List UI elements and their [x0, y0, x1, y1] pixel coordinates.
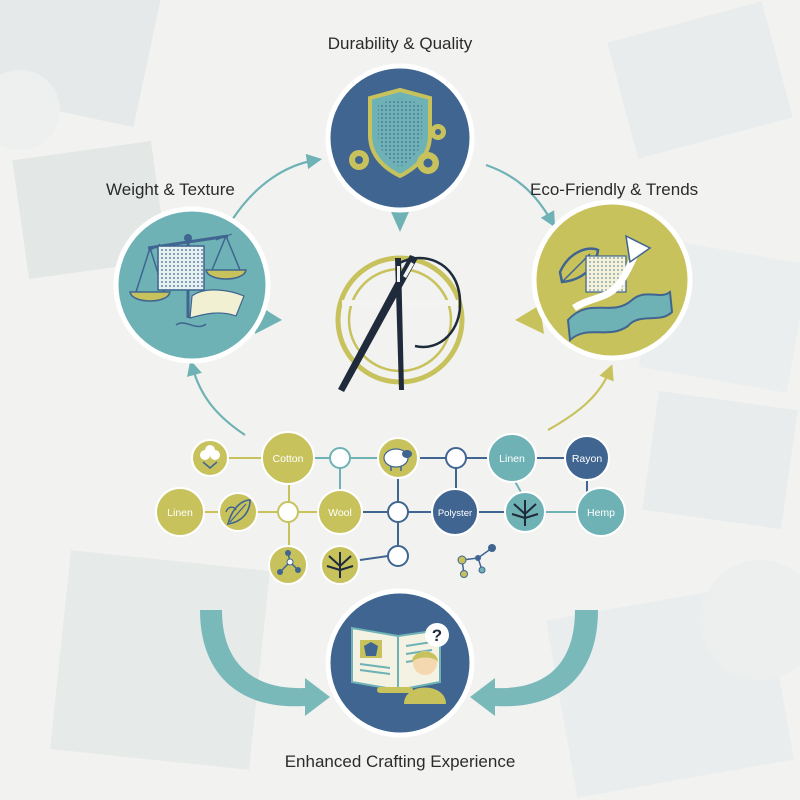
hemp-label: Hemp: [587, 507, 615, 519]
eco-label: Eco-Friendly & Trends: [530, 180, 699, 199]
arrow-network-to-weight: [187, 360, 246, 436]
weight-label: Weight & Texture: [106, 180, 235, 199]
wool-label: Wool: [328, 507, 352, 519]
durability-node: [325, 63, 475, 232]
arrow-network-to-eco: [547, 364, 614, 431]
arrow-durability-to-eco: [485, 163, 556, 228]
linen-left-label: Linen: [167, 507, 193, 519]
durability-label: Durability & Quality: [327, 34, 473, 53]
needle-and-thread-icon: [335, 255, 465, 392]
cotton-label: Cotton: [273, 453, 304, 465]
arrow-left-to-enhanced: [200, 610, 330, 716]
svg-text:?: ?: [432, 626, 442, 645]
book-reader-question-icon: ?: [351, 623, 449, 704]
linen-top-node: [487, 433, 537, 483]
fiber-network-nodes: Cotton Linen Rayon Linen Wool Polyster H…: [155, 431, 626, 585]
arrow-right-to-enhanced: [470, 610, 598, 716]
cotton-boll-icon: [191, 439, 229, 477]
junction-node: [277, 501, 299, 523]
shield-with-gears-icon: [349, 87, 446, 179]
linen-left-node: [155, 487, 205, 537]
polyster-label: Polyster: [438, 508, 472, 519]
cotton-node: [261, 431, 315, 485]
linen-top-label: Linen: [499, 453, 525, 465]
leaf-icon: [218, 492, 258, 532]
hemp-node: [576, 487, 626, 537]
eco-node: [515, 199, 693, 361]
junction-node: [387, 501, 409, 523]
scale-with-fabric-icon: [129, 233, 247, 328]
hemp-leaf-icon: [504, 491, 546, 533]
molecule-icon: [457, 544, 496, 578]
leaf-fabric-trend-arrow-icon: [558, 234, 674, 343]
enhanced-node: ?: [325, 588, 475, 738]
polyster-node: [431, 488, 479, 536]
sheep-icon: [377, 437, 419, 479]
rayon-node: [564, 435, 610, 481]
wool-node: [317, 489, 363, 535]
junction-node: [329, 447, 351, 469]
hemp-leaf-icon: [320, 545, 360, 585]
molecule-icon: [268, 545, 308, 585]
rayon-label: Rayon: [572, 453, 603, 465]
weight-node: [113, 206, 282, 364]
junction-node: [445, 447, 467, 469]
arrow-weight-to-durability: [231, 153, 323, 221]
junction-node: [387, 545, 409, 567]
enhanced-label: Enhanced Crafting Experience: [284, 752, 516, 771]
